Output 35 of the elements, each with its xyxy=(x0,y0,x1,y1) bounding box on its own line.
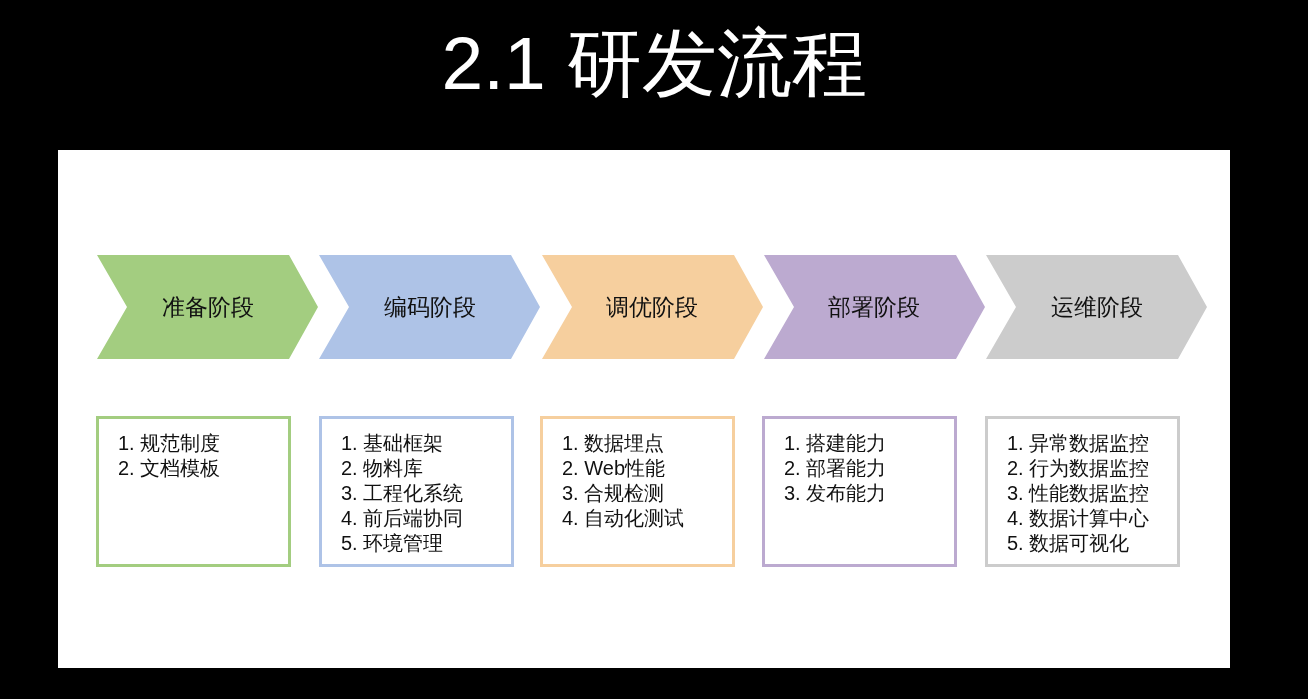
process-step xyxy=(319,255,541,359)
list-item: 2. Web性能 xyxy=(562,456,665,481)
list-item: 5. 环境管理 xyxy=(341,531,444,556)
stage-label: 部署阶段 xyxy=(828,293,921,321)
list-item: 2. 行为数据监控 xyxy=(1007,456,1150,481)
process-step xyxy=(97,255,318,359)
task-list-box xyxy=(762,416,957,567)
process-step xyxy=(541,255,763,359)
list-item: 5. 数据可视化 xyxy=(1007,531,1130,556)
title: 2.1 研发流程 xyxy=(441,20,867,107)
list-item: 1. 规范制度 xyxy=(118,431,221,456)
process-step xyxy=(986,255,1208,359)
list-item: 4. 自动化测试 xyxy=(562,506,685,531)
stage-label: 运维阶段 xyxy=(1050,293,1143,321)
list-item: 1. 搭建能力 xyxy=(784,431,887,456)
process-step xyxy=(763,255,985,359)
list-item: 1. 基础框架 xyxy=(341,431,444,456)
list-item: 3. 合规检测 xyxy=(562,481,665,506)
stage-label: 编码阶段 xyxy=(383,293,476,321)
list-item: 4. 数据计算中心 xyxy=(1007,506,1150,531)
list-item: 3. 性能数据监控 xyxy=(1007,481,1150,506)
task-list-box xyxy=(985,416,1180,567)
list-item: 2. 物料库 xyxy=(341,456,424,481)
list-item: 2. 部署能力 xyxy=(784,456,887,481)
task-list-box xyxy=(540,416,735,567)
stage-label: 准备阶段 xyxy=(161,293,254,321)
list-item: 2. 文档模板 xyxy=(118,456,221,481)
task-list-box xyxy=(319,416,514,567)
list-item: 3. 发布能力 xyxy=(784,481,887,506)
stage-label: 调优阶段 xyxy=(606,293,699,321)
list-item: 4. 前后端协同 xyxy=(341,506,464,531)
task-list-box xyxy=(96,416,291,567)
list-item: 1. 异常数据监控 xyxy=(1007,431,1150,456)
list-item: 1. 数据埋点 xyxy=(562,431,665,456)
list-item: 3. 工程化系统 xyxy=(341,481,464,506)
